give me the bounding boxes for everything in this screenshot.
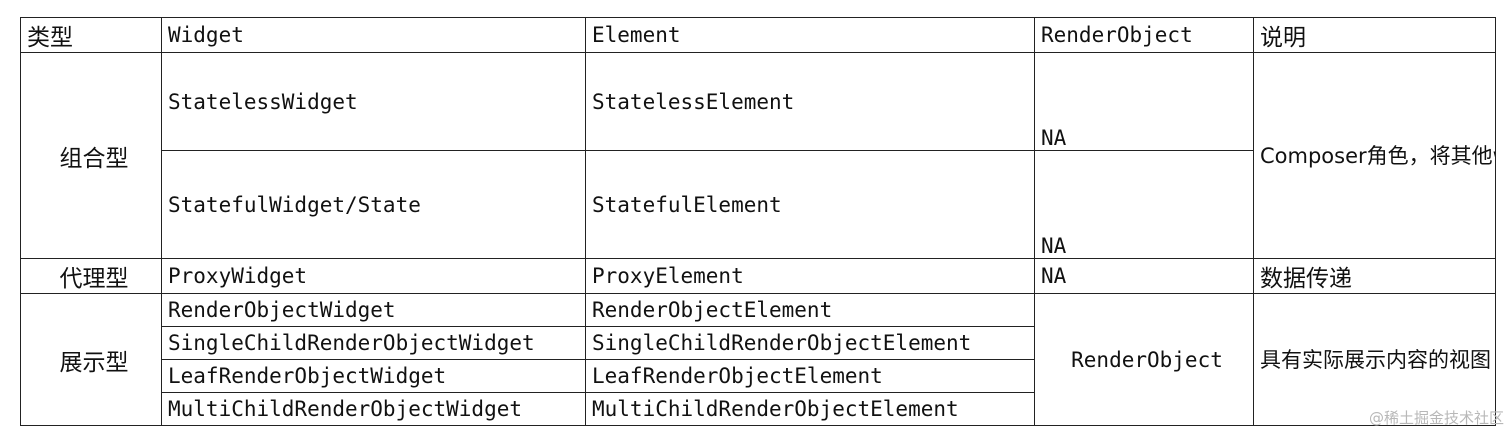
cell-widget: LeafRenderObjectWidget (161, 359, 586, 393)
header-type: 类型 (20, 17, 162, 53)
table-row: 组合型 StatelessWidget StatelessElement NA … (20, 52, 1496, 259)
category-composite: 组合型 (20, 52, 162, 259)
table-row: MultiChildRenderObjectWidget MultiChildR… (21, 392, 1496, 426)
cell-element: StatefulElement (585, 150, 1035, 259)
header-widget: Widget (161, 17, 586, 53)
cell-desc-composite: Composer角色，将其他widget进行拼装组合成一个新的wigdet (1253, 52, 1496, 259)
header-row: 类型 Widget Element RenderObject 说明 (20, 17, 1496, 53)
cell-element: ProxyElement (585, 258, 1035, 294)
cell-element: MultiChildRenderObjectElement (585, 392, 1035, 426)
category-render: 展示型 (20, 293, 162, 426)
header-desc: 说明 (1253, 17, 1496, 53)
cell-desc-proxy: 数据传递 (1253, 258, 1496, 294)
cell-widget: StatelessWidget (161, 52, 586, 151)
cell-element: LeafRenderObjectElement (585, 359, 1035, 393)
cell-renderobject-render: RenderObject (1034, 293, 1254, 426)
header-element: Element (585, 17, 1035, 53)
table-row: 展示型 RenderObjectWidget RenderObjectEleme… (20, 293, 1496, 426)
cell-widget: MultiChildRenderObjectWidget (161, 392, 586, 426)
cell-element: StatelessElement (585, 52, 1035, 151)
cell-renderobject: NA (1034, 52, 1254, 151)
widget-type-table: 类型 Widget Element RenderObject 说明 组合型 St… (20, 17, 1496, 426)
cell-widget: ProxyWidget (161, 258, 586, 294)
cell-renderobject: NA (1034, 258, 1254, 294)
table-row: LeafRenderObjectWidget LeafRenderObjectE… (21, 359, 1496, 393)
header-renderobject: RenderObject (1034, 17, 1254, 53)
cell-widget: StatefulWidget/State (161, 150, 586, 259)
table-row: 代理型 ProxyWidget ProxyElement NA 数据传递 (20, 258, 1496, 294)
table-row: StatefulWidget/State StatefulElement NA (21, 150, 1496, 259)
cell-element: SingleChildRenderObjectElement (585, 326, 1035, 360)
cell-renderobject: NA (1034, 150, 1254, 259)
category-proxy: 代理型 (20, 258, 162, 294)
cell-widget: RenderObjectWidget (161, 293, 586, 327)
cell-widget: SingleChildRenderObjectWidget (161, 326, 586, 360)
cell-desc-render: 具有实际展示内容的视图 (1253, 293, 1496, 426)
watermark: @稀土掘金技术社区 (1368, 409, 1504, 427)
cell-element: RenderObjectElement (585, 293, 1035, 327)
